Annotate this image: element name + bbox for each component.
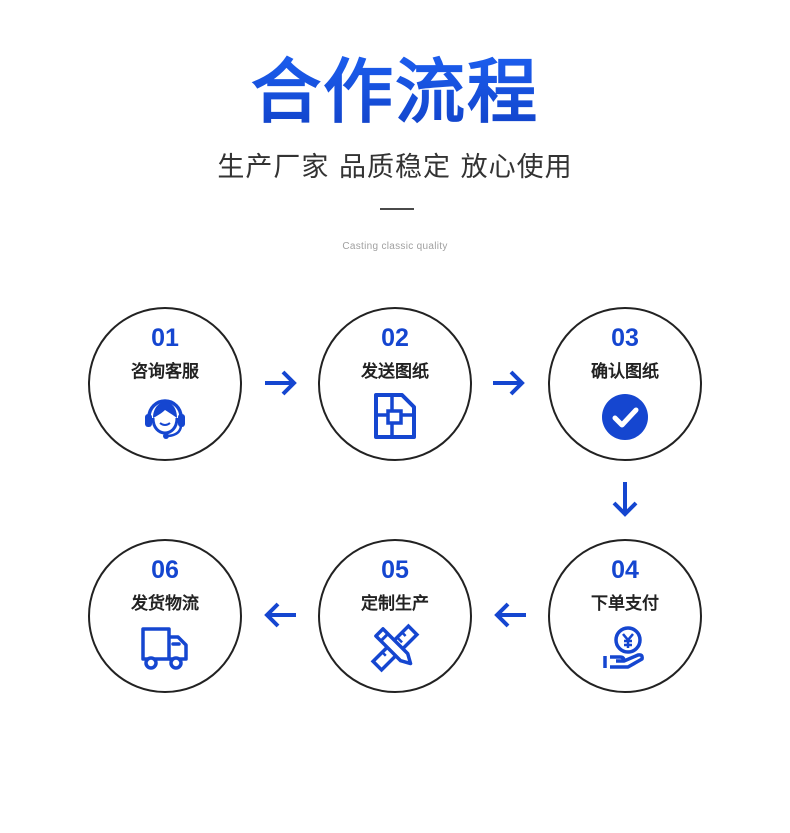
- step-05-custom-production: 05 定制生产: [318, 539, 472, 693]
- arrow-left-icon: [264, 602, 296, 628]
- page-title: 合作流程: [0, 50, 790, 134]
- yuan-coin-hand-payment-icon: [603, 626, 644, 669]
- step-label: 咨询客服: [131, 362, 199, 382]
- step-label: 下单支付: [591, 594, 659, 614]
- ruler-pencil-icon: [370, 623, 420, 673]
- step-04-order-payment: 04 下单支付: [548, 539, 702, 693]
- step-06-shipping-logistics: 06 发货物流: [88, 539, 242, 693]
- step-label: 确认图纸: [591, 362, 659, 382]
- arrow-down-icon: [612, 482, 638, 517]
- step-number: 05: [381, 556, 409, 584]
- step-number: 06: [151, 556, 179, 584]
- blueprint-document-icon: [374, 393, 416, 439]
- arrow-right-icon: [493, 370, 525, 396]
- step-label: 定制生产: [361, 594, 429, 614]
- step-03-confirm-drawings: 03 确认图纸: [548, 307, 702, 461]
- title-divider: [380, 208, 414, 210]
- step-01-consult-service: 01 咨询客服: [88, 307, 242, 461]
- step-number: 01: [151, 324, 179, 352]
- customer-service-headset-icon: [145, 399, 185, 439]
- step-label: 发货物流: [131, 594, 199, 614]
- arrow-right-icon: [265, 370, 297, 396]
- page-subtitle: 生产厂家 品质稳定 放心使用: [217, 152, 573, 183]
- delivery-truck-icon: [141, 627, 188, 670]
- check-circle-icon: [602, 394, 648, 440]
- step-02-send-drawings: 02 发送图纸: [318, 307, 472, 461]
- arrow-left-icon: [494, 602, 526, 628]
- step-number: 03: [611, 324, 639, 352]
- step-number: 04: [611, 556, 639, 584]
- step-label: 发送图纸: [361, 362, 429, 382]
- step-number: 02: [381, 324, 409, 352]
- tagline: Casting classic quality: [342, 241, 448, 252]
